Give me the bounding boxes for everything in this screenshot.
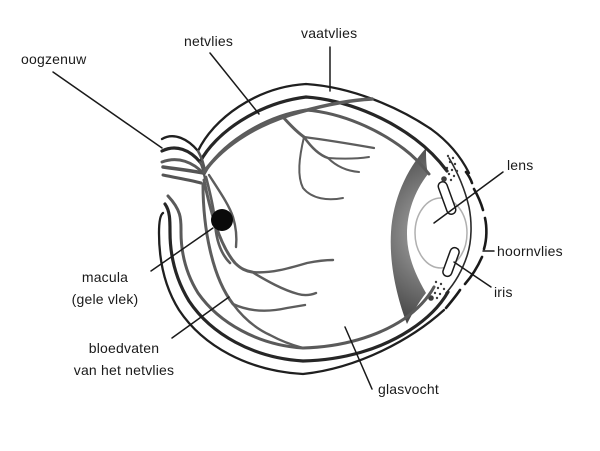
lens-leader-line [433,171,504,224]
label-hoornvlies: hoornvlies [497,243,563,259]
label-bloedvaten-line2: van het netvlies [73,362,175,378]
label-iris: iris [494,284,513,300]
glasvocht-leader-line [344,326,373,390]
netvlies-leader-line [209,52,260,115]
label-lens: lens [507,157,534,173]
label-bloedvaten-line1: bloedvaten [88,340,160,356]
lens-shape [414,197,468,269]
label-netvlies: netvlies [184,33,234,49]
macula-leader-line [150,227,214,272]
choroid-ring [160,95,450,363]
label-macula-line2: (gele vlek) [71,291,139,307]
label-glasvocht: glasvocht [378,381,439,397]
sclera-ring [157,82,471,376]
iris-leader-line [453,261,492,288]
lens-shading-crescent [390,148,428,324]
label-vaatvlies: vaatvlies [301,25,358,41]
label-oogzenuw: oogzenuw [21,51,87,67]
optic-nerve [161,149,207,185]
label-bloedvaten: bloedvaten van het netvlies [62,337,186,381]
anterior-chamber-line [445,157,472,294]
macula-dot [211,209,233,231]
retinal-blood-vessels [201,97,376,350]
oogzenuw-leader-line [52,71,163,149]
label-macula-line1: macula [81,269,129,285]
leader-lines [52,46,504,390]
label-macula: macula (gele vlek) [55,266,155,310]
bloedvaten-leader-line [171,296,230,339]
cornea-arc [444,170,488,310]
iris-shape [437,181,460,278]
